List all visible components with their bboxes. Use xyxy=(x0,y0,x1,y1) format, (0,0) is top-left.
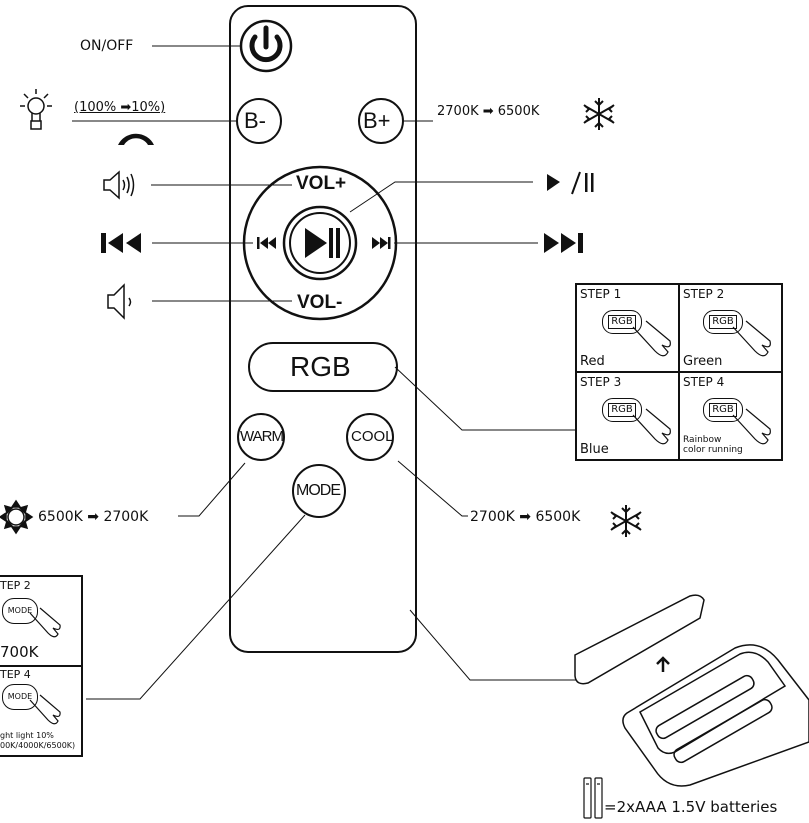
brightness-arc-icon xyxy=(118,133,154,145)
rgb-chip: RGB xyxy=(703,398,743,422)
mode-chip: MODE xyxy=(2,598,38,624)
warm-range-label: 6500K ➡ 2700K xyxy=(38,509,149,525)
rgb-chip: RGB xyxy=(602,398,642,422)
prev-track-button[interactable] xyxy=(257,237,276,249)
rgb-label: RGB xyxy=(290,351,351,382)
snowflake-icon xyxy=(610,505,642,537)
mode-step-4: TEP 4 xyxy=(0,668,31,681)
mode-caption-2700k: 700K xyxy=(0,643,39,661)
snowflake-icon xyxy=(583,98,615,130)
rgb-button[interactable] xyxy=(248,342,398,392)
brightness-range-label: (100% ➡10%) xyxy=(74,100,166,115)
rgb-caption-red: Red xyxy=(580,354,605,369)
batteries-label: =2xAAA 1.5V batteries xyxy=(604,798,778,816)
speaker-low-icon xyxy=(107,283,132,320)
rgb-step-1: STEP 1 xyxy=(580,287,622,301)
rgb-caption-blue: Blue xyxy=(580,442,609,457)
mode-chip-label: MODE xyxy=(7,692,33,701)
mode-step-2: TEP 2 xyxy=(0,579,31,592)
bplus-range-label: 2700K ➡ 6500K xyxy=(437,104,540,119)
prev-track-icon xyxy=(101,233,141,253)
rgb-step-2: STEP 2 xyxy=(683,287,725,301)
sun-icon xyxy=(0,499,34,535)
play-pause-icon xyxy=(305,228,340,258)
bulb-icon xyxy=(20,89,52,130)
brightness-down-label: B- xyxy=(244,108,266,133)
rgb-caption-green: Green xyxy=(683,354,723,369)
vol-up-label: VOL+ xyxy=(296,173,347,194)
brightness-up-label: B+ xyxy=(363,108,391,133)
vol-down-label: VOL- xyxy=(297,292,343,313)
mode-button[interactable] xyxy=(292,464,346,518)
on-off-label: ON/OFF xyxy=(80,38,134,54)
battery-icon xyxy=(583,777,603,819)
leader-lines xyxy=(72,45,576,700)
play-pause-icon xyxy=(547,171,594,195)
next-track-icon xyxy=(544,233,583,253)
mode-caption-night: ght light 10% xyxy=(0,731,54,740)
finger-press-icon xyxy=(29,320,771,725)
battery-cover-icon xyxy=(574,594,705,685)
rgb-chip-label: RGB xyxy=(709,403,737,417)
rgb-chip-label: RGB xyxy=(608,403,636,417)
power-icon xyxy=(249,25,283,63)
prev-track-icon xyxy=(257,237,276,249)
warm-button[interactable] xyxy=(237,413,285,461)
speaker-loud-icon xyxy=(103,170,135,200)
cool-button[interactable] xyxy=(346,413,394,461)
rgb-chip: RGB xyxy=(602,310,642,334)
next-track-icon xyxy=(372,237,391,249)
mode-label: MODE xyxy=(296,482,341,499)
rgb-caption-rainbow: Rainbow color running xyxy=(683,435,743,455)
play-pause-button[interactable] xyxy=(282,205,358,281)
rgb-step-4: STEP 4 xyxy=(683,375,725,389)
rgb-step-3: STEP 3 xyxy=(580,375,622,389)
battery-compartment xyxy=(622,644,809,787)
mode-chip-label: MODE xyxy=(7,606,33,615)
rgb-chip-label: RGB xyxy=(709,315,737,329)
power-button[interactable] xyxy=(239,19,293,73)
cool-label: COOL xyxy=(351,428,394,445)
rgb-chip-label: RGB xyxy=(608,315,636,329)
warm-label: WARM xyxy=(240,428,284,445)
next-track-button[interactable] xyxy=(372,237,391,249)
mode-caption-night-2: 00K/4000K/6500K) xyxy=(0,741,76,750)
mode-chip: MODE xyxy=(2,684,38,710)
cool-range-label: 2700K ➡ 6500K xyxy=(470,509,581,525)
remote-body xyxy=(229,5,417,653)
rgb-chip: RGB xyxy=(703,310,743,334)
